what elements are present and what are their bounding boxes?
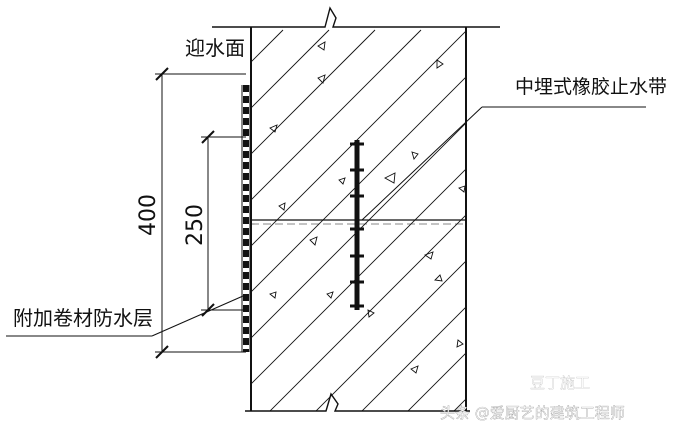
hatch-line	[251, 29, 376, 155]
upstream-face-label: 迎水面	[185, 36, 245, 60]
concrete-wall	[212, 6, 500, 412]
waterstop-leader	[361, 106, 646, 221]
hatch-line	[315, 260, 466, 411]
hatch-line	[251, 76, 466, 293]
hatch-line	[251, 29, 330, 109]
watermark-logo-icon	[512, 376, 524, 388]
dimension-250	[201, 130, 246, 317]
concrete-aggregate	[269, 41, 466, 374]
membrane-strip	[241, 85, 251, 352]
dimension-400-label: 400	[136, 194, 161, 236]
hatch-line	[251, 29, 422, 201]
waterstop-label: 中埋式橡胶止水带	[515, 76, 667, 98]
dimension-250-label: 250	[183, 204, 208, 246]
membrane-leader	[6, 295, 244, 337]
hatch-line	[251, 30, 466, 247]
hatch-line	[251, 168, 466, 385]
bottom-break-line	[245, 392, 470, 412]
rubber-waterstop	[350, 140, 364, 310]
watermark-credit: 头条 @爱厨艺的建筑工程师	[440, 404, 625, 422]
watermark-brand: 豆丁施工	[530, 374, 590, 392]
membrane-label: 附加卷材防水层	[13, 306, 153, 330]
hatch-line	[361, 306, 466, 411]
dimension-400	[155, 67, 246, 359]
hatch-line	[269, 214, 466, 411]
top-break-line	[212, 6, 500, 28]
watermark: 豆丁施工 头条 @爱厨艺的建筑工程师	[440, 374, 625, 422]
hatch-line	[407, 352, 466, 411]
